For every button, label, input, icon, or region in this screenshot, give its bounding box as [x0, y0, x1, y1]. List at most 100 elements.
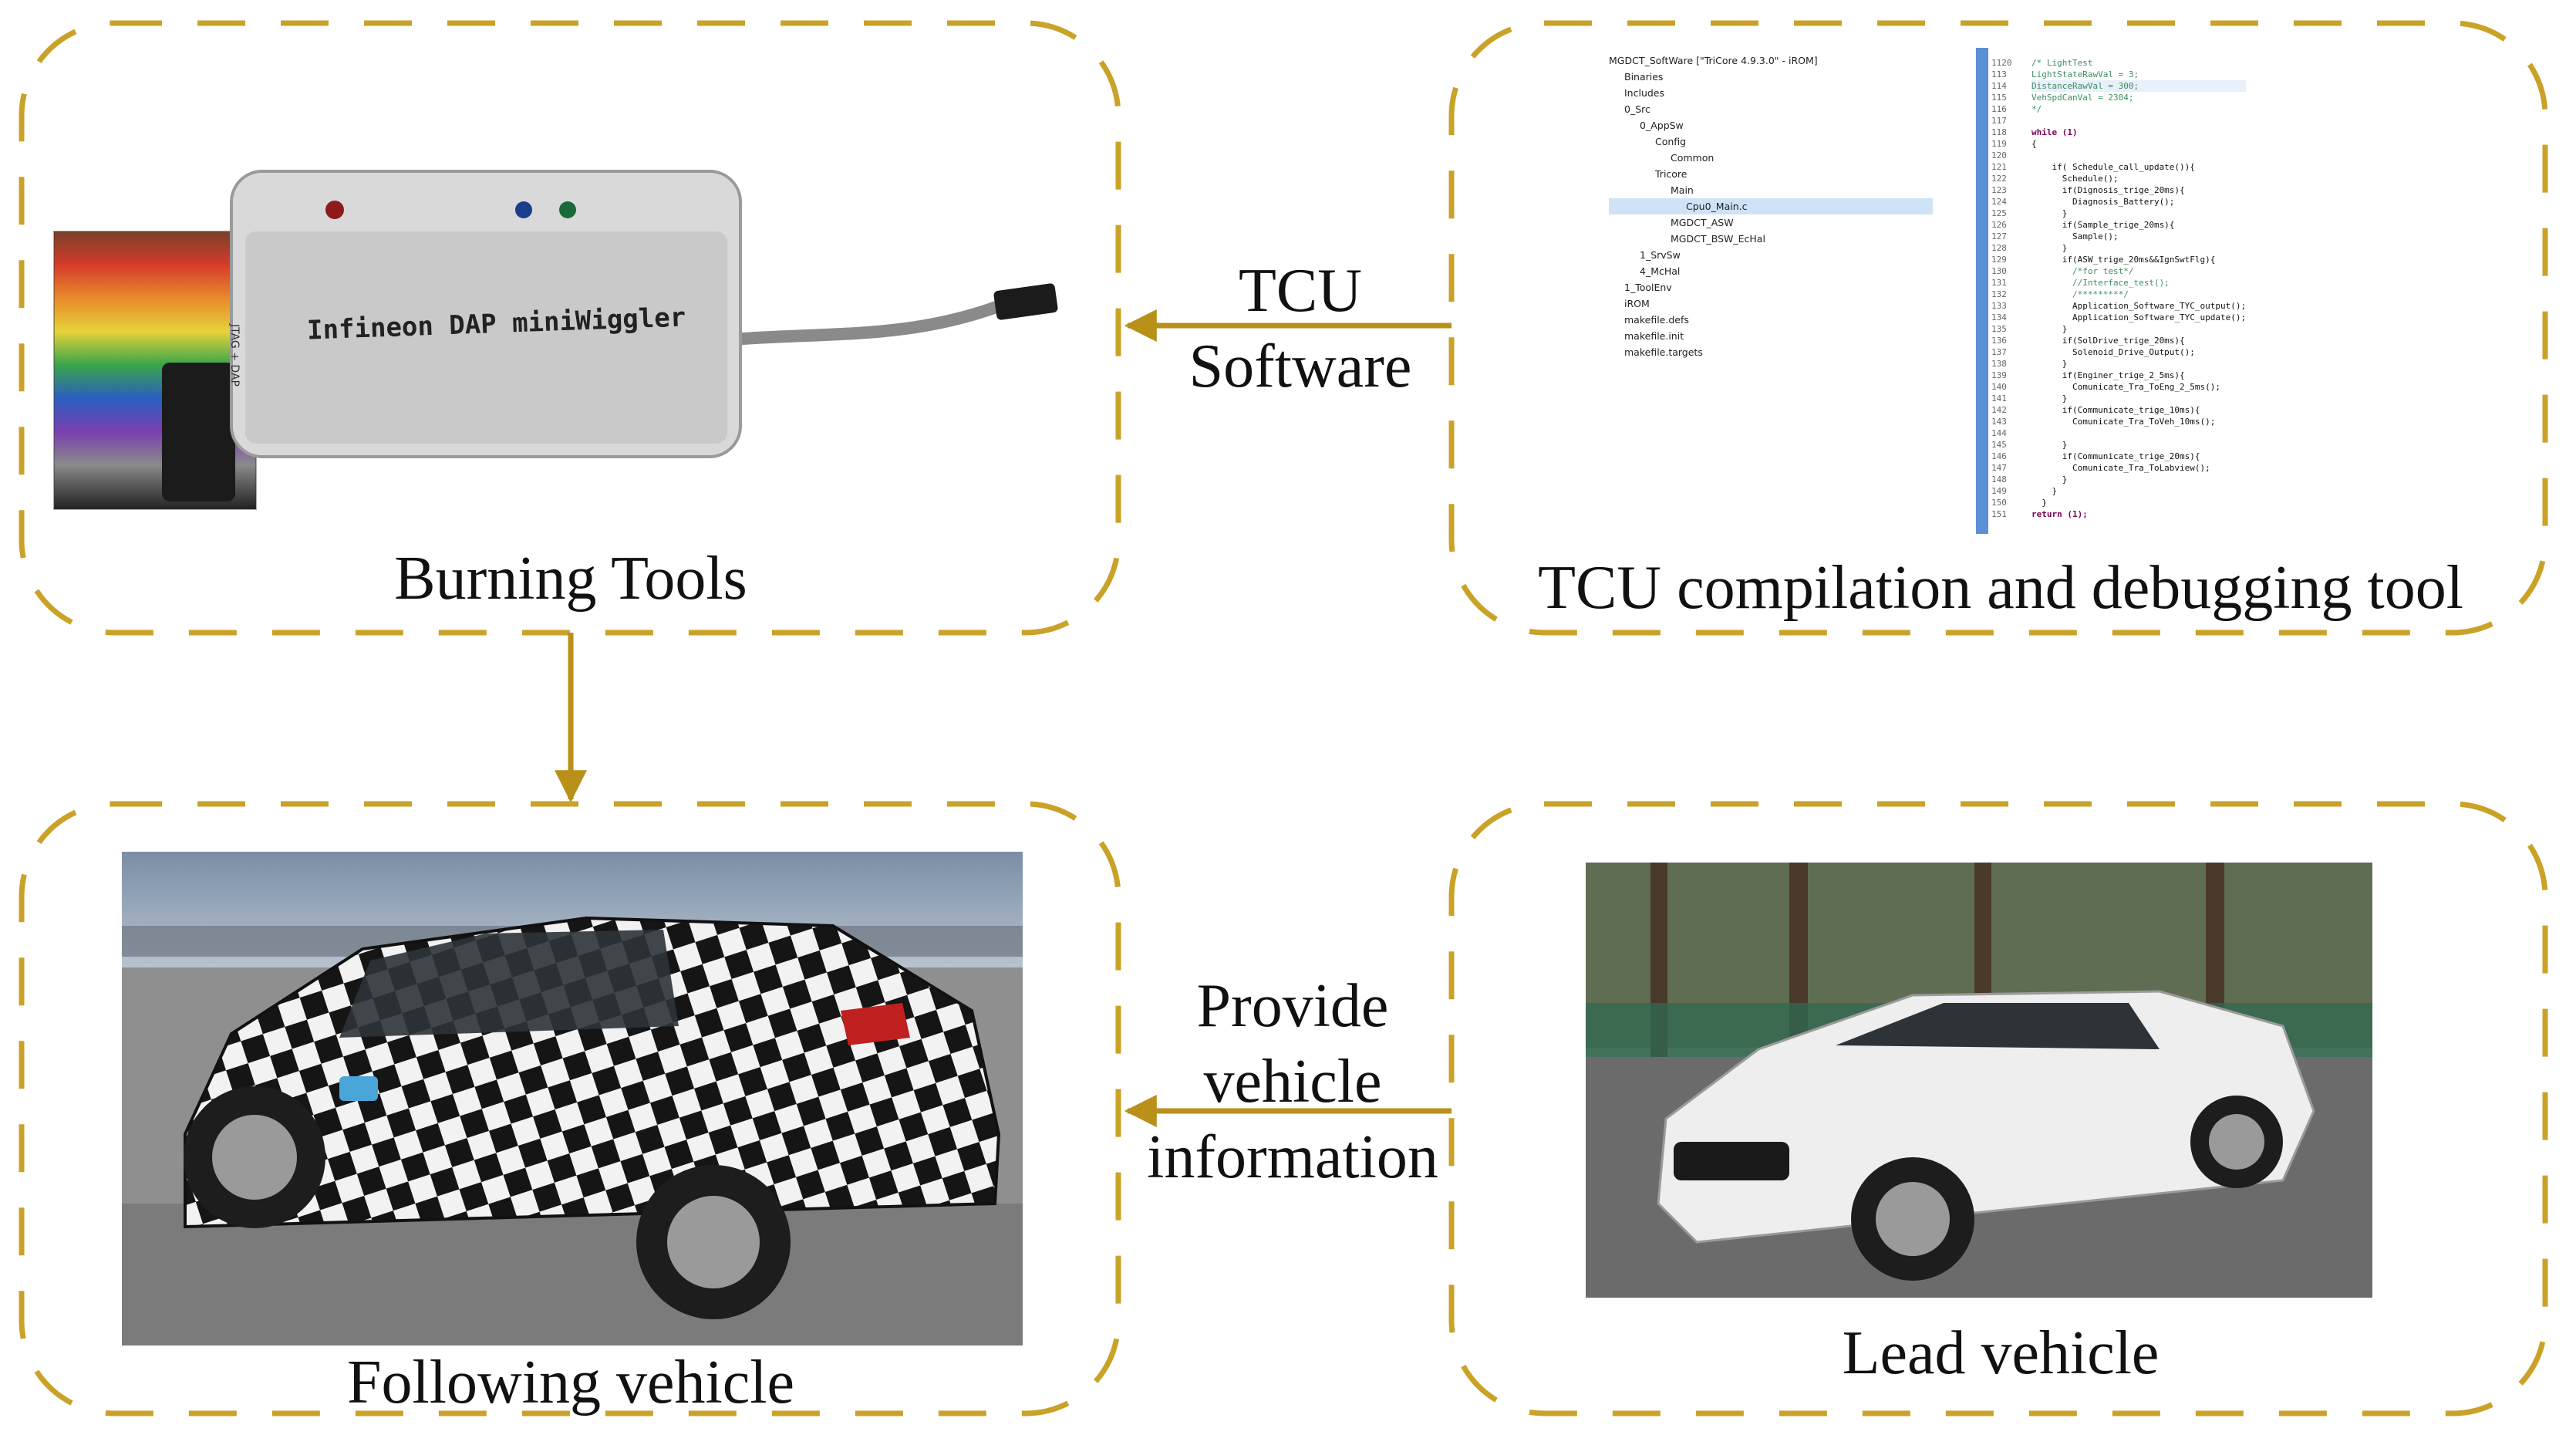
line-number: 133: [1991, 301, 2007, 311]
code-line: }: [2031, 440, 2068, 450]
ide-screenshot: MGDCT_SoftWare ["TriCore 4.9.3.0" - iROM…: [1609, 48, 2338, 534]
line-number: 130: [1991, 266, 2007, 276]
tree-item[interactable]: iROM: [1624, 298, 1650, 309]
code-line: Application_Software_TYC_output();: [2031, 301, 2247, 311]
code-line: if( Schedule_call_update()){: [2031, 162, 2195, 172]
tree-item[interactable]: Cpu0_Main.c: [1609, 198, 1933, 214]
tree-item[interactable]: MGDCT_SoftWare ["TriCore 4.9.3.0" - iROM…: [1609, 55, 1818, 66]
line-number: 138: [1991, 359, 2007, 369]
tree-item[interactable]: Includes: [1624, 87, 1665, 99]
tree-item[interactable]: makefile.targets: [1624, 346, 1703, 358]
code-line: [2031, 115, 2246, 127]
tree-item[interactable]: Common: [1671, 152, 1715, 164]
line-number: 115: [1991, 93, 2007, 103]
line-number: 143: [1991, 417, 2007, 427]
miniwiggler-photo: [53, 170, 1058, 510]
code-line: if(SolDrive_trige_20ms){: [2031, 336, 2185, 346]
line-number: 137: [1991, 347, 2007, 357]
code-line: }: [2031, 474, 2068, 485]
code-line: VehSpdCanVal = 2304;: [2031, 93, 2134, 103]
line-number: 119: [1991, 139, 2007, 149]
tree-item[interactable]: Main: [1671, 184, 1694, 196]
code-line: if(Communicate_trige_20ms){: [2031, 451, 2200, 461]
following-vehicle-photo: [122, 852, 1023, 1346]
line-number: 150: [1991, 498, 2007, 508]
tree-item[interactable]: MGDCT_ASW: [1671, 217, 1734, 228]
line-number: 121: [1991, 162, 2007, 172]
line-number: 118: [1991, 127, 2007, 137]
code-line: /*for test*/: [2031, 266, 2134, 276]
tree-item[interactable]: makefile.init: [1624, 330, 1684, 342]
line-number: 114: [1991, 81, 2007, 91]
tree-item[interactable]: 4_McHal: [1640, 265, 1681, 277]
code-line: Comunicate_Tra_ToEng_2_5ms();: [2031, 382, 2221, 392]
line-number: 135: [1991, 324, 2007, 334]
caption-burning-tools: Burning Tools: [394, 545, 747, 613]
line-number: 146: [1991, 451, 2007, 461]
line-number: 127: [1991, 231, 2007, 241]
tree-item[interactable]: 1_ToolEnv: [1624, 282, 1672, 293]
line-number: 144: [1991, 428, 2007, 438]
tree-item[interactable]: Binaries: [1624, 71, 1664, 83]
tree-item[interactable]: 0_Src: [1624, 103, 1650, 115]
tree-item[interactable]: makefile.defs: [1624, 314, 1689, 326]
line-number: 141: [1991, 393, 2007, 403]
panel-border-burning-tools: [19, 20, 1121, 636]
code-line: Comunicate_Tra_ToVeh_10ms();: [2031, 417, 2216, 427]
red-led: [325, 201, 344, 219]
code-line: }: [2031, 243, 2068, 253]
line-number: 128: [1991, 243, 2007, 253]
tree-item[interactable]: 1_SrvSw: [1640, 249, 1681, 261]
code-line: /*********/: [2031, 289, 2129, 299]
tree-item[interactable]: Tricore: [1655, 168, 1688, 180]
line-number: 117: [1991, 116, 2007, 126]
line-number: 122: [1991, 174, 2007, 184]
code-line: if(ASW_trige_20ms&&IgnSwtFlg){: [2031, 255, 2216, 265]
code-line: Schedule();: [2031, 174, 2119, 184]
line-number: 116: [1991, 104, 2007, 114]
line-number: 132: [1991, 289, 2007, 299]
code-line: }: [2031, 208, 2068, 218]
line-number: 129: [1991, 255, 2007, 265]
code-line: DistanceRawVal = 300;: [2031, 80, 2247, 92]
lead-vehicle-photo: [1586, 863, 2372, 1298]
code-line: Diagnosis_Battery();: [2031, 197, 2175, 207]
line-number: 134: [1991, 312, 2007, 322]
code-line: return (1);: [2031, 509, 2088, 519]
code-line: /* LightTest: [2031, 58, 2093, 68]
line-number: 131: [1991, 278, 2007, 288]
code-line: [2031, 427, 2246, 439]
code-line: }: [2031, 498, 2047, 508]
label-provide-info-line-2: vehicle: [1203, 1048, 1382, 1116]
code-line: while (1): [2031, 127, 2078, 137]
line-number: 136: [1991, 336, 2007, 346]
code-line: }: [2031, 393, 2068, 403]
code-line: [2031, 150, 2246, 161]
line-number: 142: [1991, 405, 2007, 415]
tree-item[interactable]: 0_AppSw: [1640, 120, 1684, 131]
label-tcu-software-line-1: TCU: [1238, 257, 1362, 325]
tree-item[interactable]: MGDCT_BSW_EcHal: [1671, 233, 1765, 245]
blue-led: [515, 201, 532, 218]
code-line: LightStateRawVal = 3;: [2031, 69, 2139, 79]
line-number: 1120: [1991, 58, 2012, 68]
caption-lead-vehicle: Lead vehicle: [1842, 1319, 2160, 1387]
line-number: 140: [1991, 382, 2007, 392]
line-number: 113: [1991, 69, 2007, 79]
line-number: 123: [1991, 185, 2007, 195]
line-number: 148: [1991, 474, 2007, 485]
device-side-label: JTAG + DAP: [228, 324, 241, 387]
code-line: {: [2031, 139, 2037, 149]
line-number: 120: [1991, 150, 2007, 160]
code-line: Application_Software_TYC_update();: [2031, 312, 2247, 322]
label-provide-info-line-1: Provide: [1196, 972, 1389, 1040]
line-number: 145: [1991, 440, 2007, 450]
tree-item[interactable]: Config: [1655, 136, 1687, 147]
code-line: }: [2031, 486, 2058, 496]
line-number: 149: [1991, 486, 2007, 496]
code-line: if(Enginer_trige_2_5ms){: [2031, 370, 2185, 380]
code-line: //Interface_test();: [2031, 278, 2170, 288]
